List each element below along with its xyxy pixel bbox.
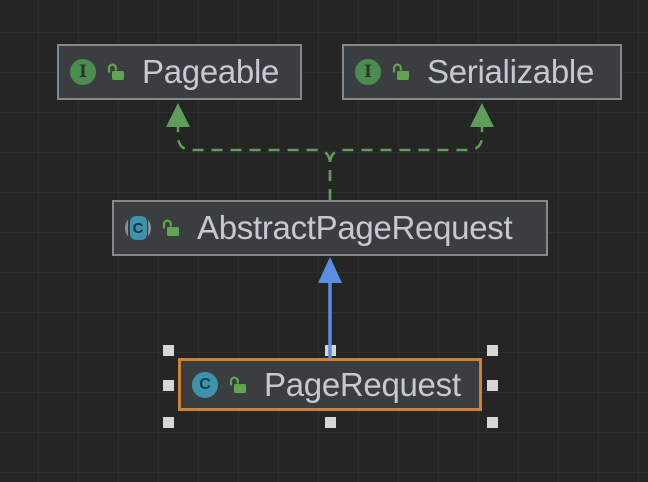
unlocked-icon — [162, 219, 179, 236]
interface-icon: I — [70, 59, 96, 85]
resize-handle-top-right[interactable] — [486, 344, 498, 356]
unlocked-icon — [229, 376, 246, 393]
unlocked-icon — [107, 63, 124, 80]
resize-handle-bottom-left[interactable] — [162, 416, 174, 428]
edge-realization-pageable[interactable] — [166, 103, 332, 200]
edge-realization-serializable[interactable] — [328, 103, 494, 200]
node-label: Pageable — [142, 53, 280, 90]
class-badge-letter: C — [199, 375, 211, 393]
hollow-triangle-arrowhead — [470, 103, 494, 127]
node-label: Serializable — [427, 53, 594, 90]
interface-badge-letter: I — [79, 62, 87, 82]
interface-badge-letter: I — [364, 62, 372, 82]
hollow-triangle-arrowhead — [166, 103, 190, 127]
resize-handle-top-left[interactable] — [162, 344, 174, 356]
node-label: PageRequest — [264, 365, 461, 403]
node-label: AbstractPageRequest — [197, 209, 513, 246]
class-badge-letter: C — [132, 219, 144, 237]
abstract-class-icon: C — [125, 214, 151, 242]
unlocked-icon — [392, 63, 409, 80]
resize-handle-bottom-right[interactable] — [486, 416, 498, 428]
resize-handle-middle-right[interactable] — [486, 379, 498, 391]
class-icon: C — [192, 371, 218, 398]
node-pagerequest[interactable]: C PageRequest — [178, 358, 482, 411]
interface-icon: I — [355, 59, 381, 85]
node-serializable[interactable]: I Serializable — [342, 44, 622, 100]
resize-handle-middle-left[interactable] — [162, 379, 174, 391]
triangle-arrowhead — [318, 257, 342, 283]
node-abstractpagerequest[interactable]: C AbstractPageRequest — [112, 200, 548, 256]
resize-handle-bottom-middle[interactable] — [324, 416, 336, 428]
node-pageable[interactable]: I Pageable — [57, 44, 302, 100]
edge-inheritance-pagerequest[interactable] — [318, 257, 342, 358]
